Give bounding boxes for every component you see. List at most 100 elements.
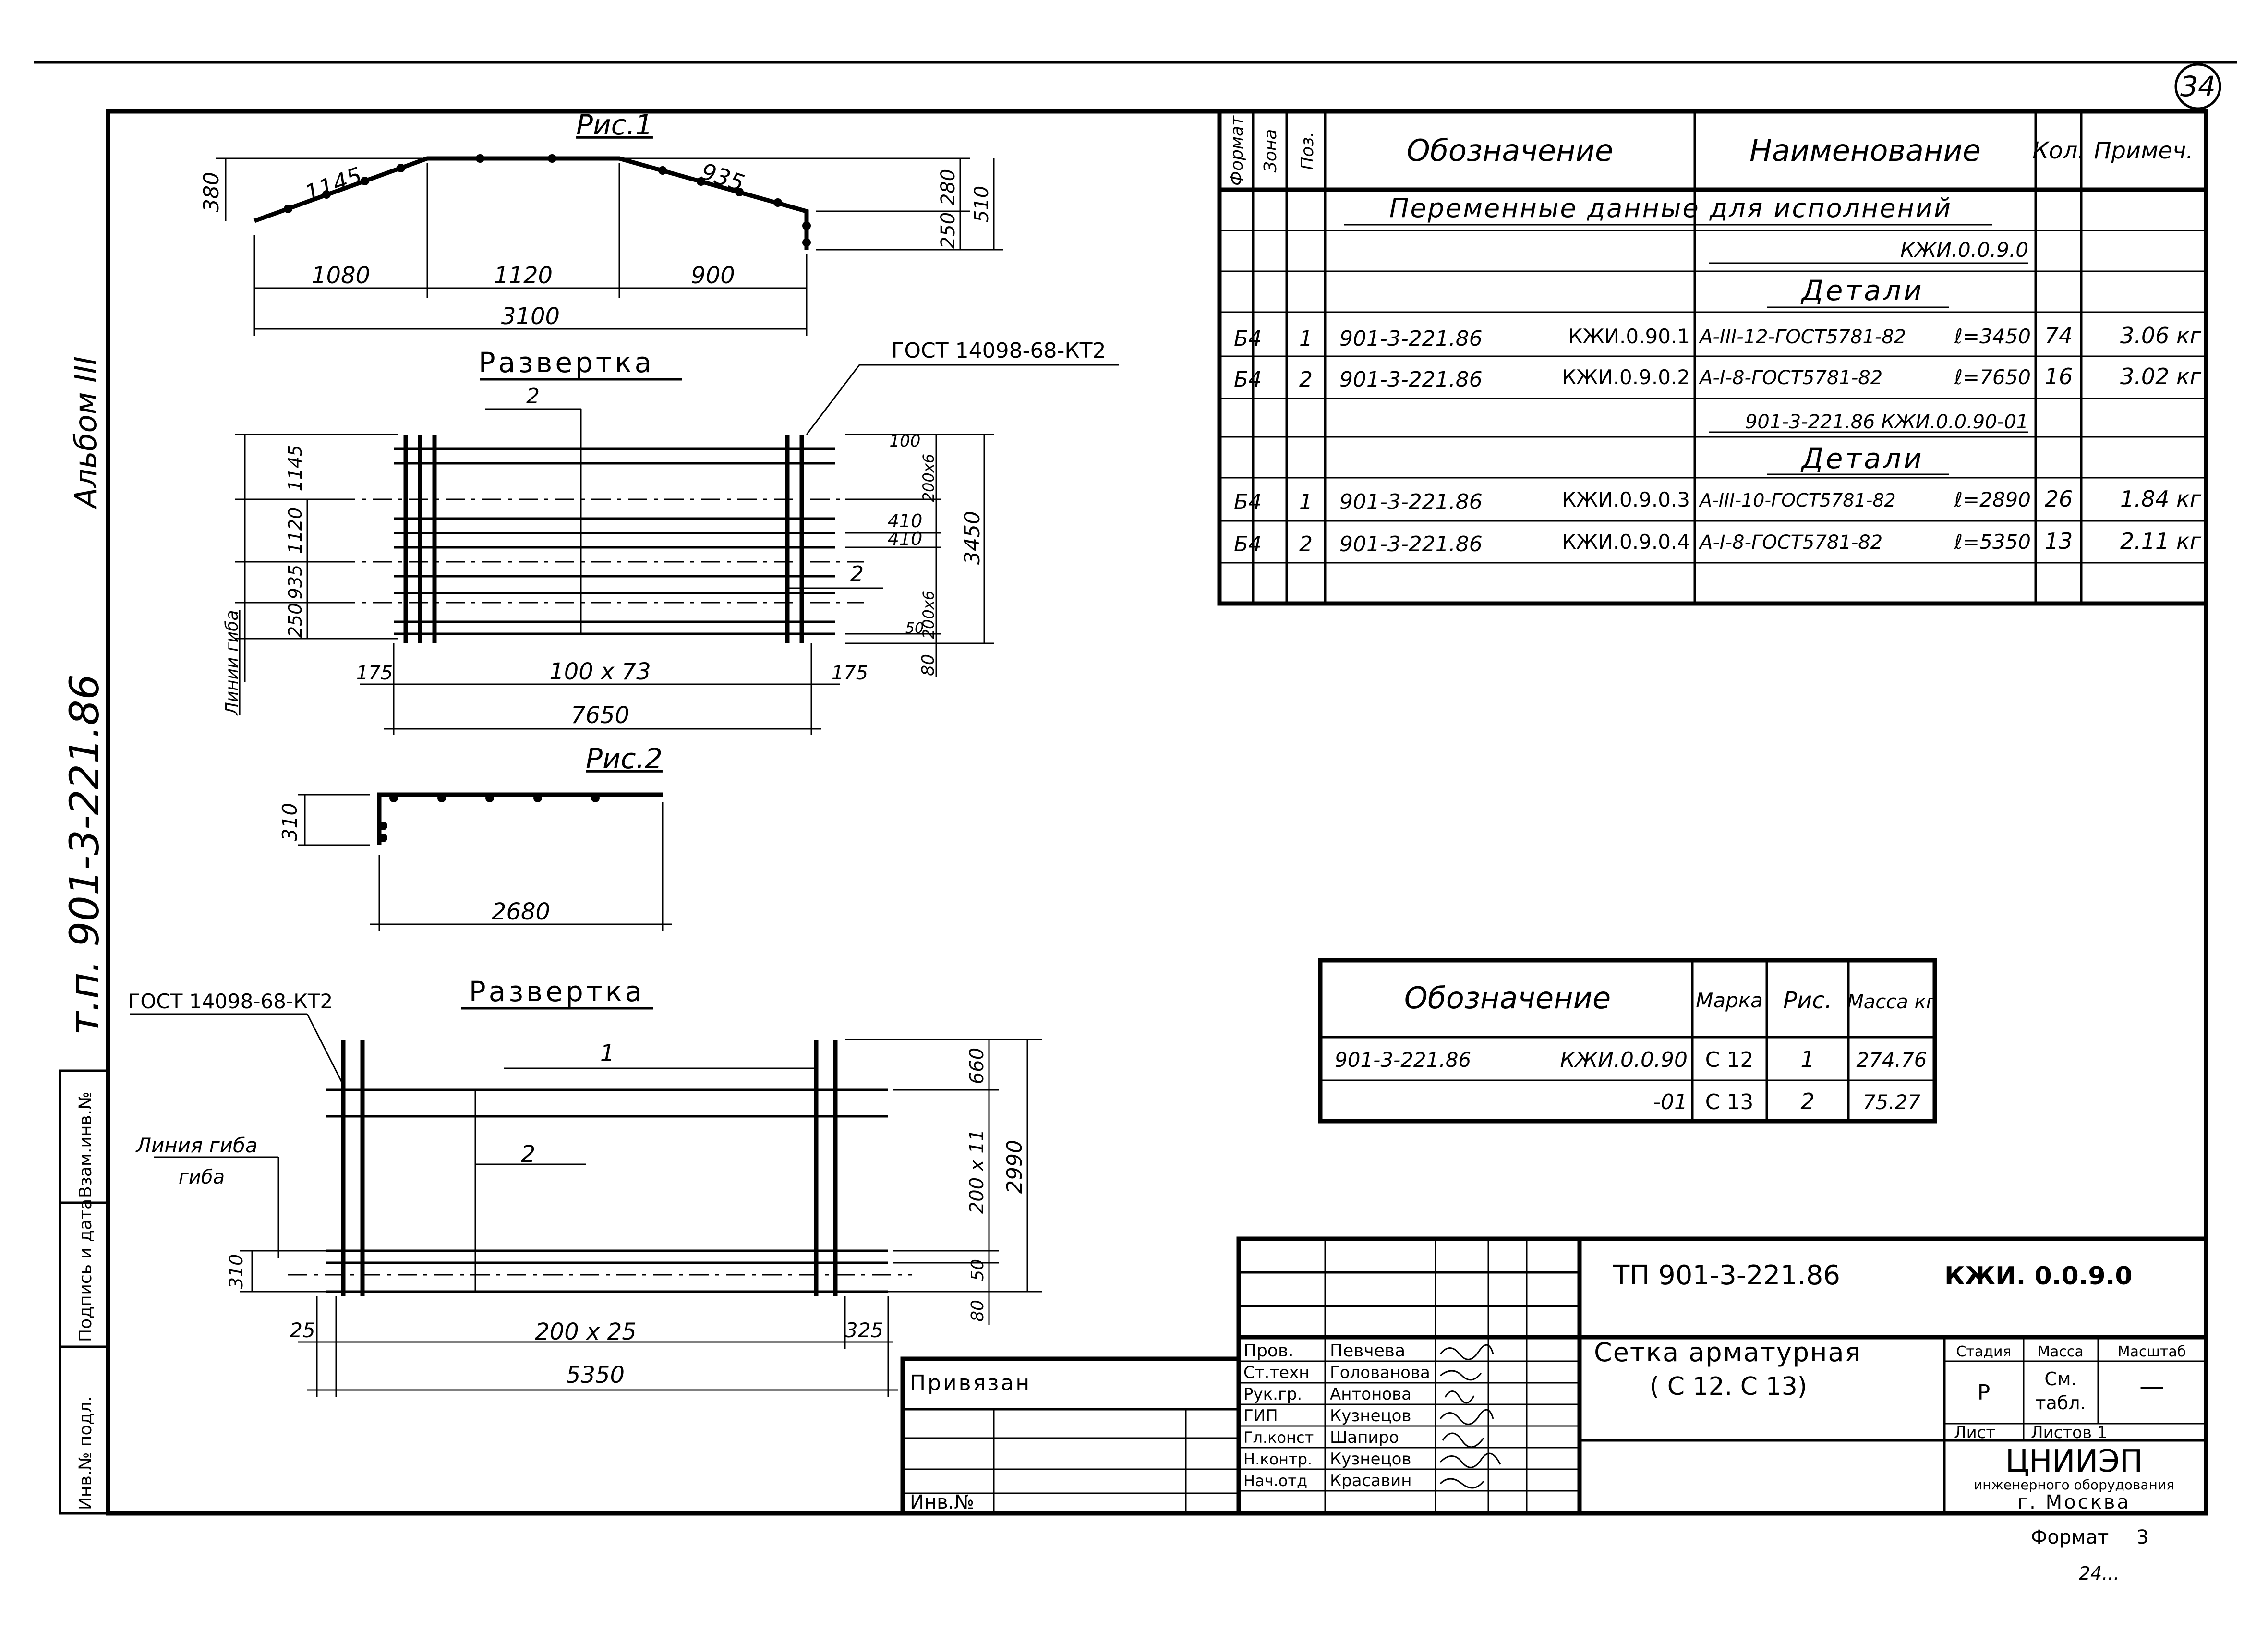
svg-text:ℓ=3450: ℓ=3450 (1954, 325, 2031, 348)
svg-text:16: 16 (2045, 363, 2073, 389)
svg-text:1120: 1120 (494, 262, 553, 289)
fig1-gost: ГОСТ 14098-68-КТ2 (892, 338, 1106, 363)
svg-text:200 х 25: 200 х 25 (535, 1318, 637, 1345)
svg-text:А-III-10-ГОСТ5781-82: А-III-10-ГОСТ5781-82 (1698, 490, 1896, 511)
svg-text:50: 50 (968, 1259, 988, 1281)
svg-text:Красавин: Красавин (1330, 1471, 1411, 1490)
stamp-inv-label: Инв.№ подл. (76, 1396, 96, 1510)
svg-text:935: 935 (285, 565, 306, 600)
svg-text:3.02 кг: 3.02 кг (2120, 363, 2202, 389)
title-block: Привязан Инв.№ Пров. Певчева Ст.техн Гол… (900, 1236, 2208, 1584)
svg-text:Антонова: Антонова (1330, 1385, 1411, 1404)
svg-text:С 13: С 13 (1705, 1090, 1754, 1114)
svg-text:Голованова: Голованова (1330, 1363, 1430, 1382)
svg-text:274.76: 274.76 (1857, 1048, 1927, 1072)
svg-text:ℓ=7650: ℓ=7650 (1954, 365, 2031, 389)
svg-text:410: 410 (888, 528, 923, 549)
spec-table: Формат Зона Поз. Обозначение Наименовани… (1217, 109, 2208, 606)
svg-text:200x6: 200x6 (919, 454, 938, 502)
svg-text:3450: 3450 (960, 511, 985, 565)
doc-code: ТП 901-3-221.86 (1613, 1260, 1840, 1291)
svg-text:3.06 кг: 3.06 кг (2120, 323, 2202, 349)
svg-text:КЖИ.0.9.0.3: КЖИ.0.9.0.3 (1562, 488, 1690, 511)
svg-text:Б4: Б4 (1234, 532, 1262, 556)
svg-text:2: 2 (521, 1141, 536, 1168)
svg-text:Певчева: Певчева (1330, 1341, 1405, 1361)
svg-text:901-3-221.86: 901-3-221.86 (1339, 326, 1483, 351)
svg-text:ГИП: ГИП (1243, 1406, 1278, 1426)
doc-title-line2: ( С 12. С 13) (1650, 1372, 1807, 1401)
fig1-mesh (336, 435, 864, 643)
svg-text:—: — (2139, 1372, 2164, 1401)
svg-text:Лист: Лист (1954, 1423, 1995, 1442)
svg-text:Марка: Марка (1696, 989, 1763, 1012)
svg-text:ℓ=2890: ℓ=2890 (1954, 488, 2031, 511)
svg-text:901-3-221.86: 901-3-221.86 (1339, 532, 1483, 556)
svg-text:ℓ=5350: ℓ=5350 (1954, 530, 2031, 554)
svg-text:КЖИ.0.9.0.2: КЖИ.0.9.0.2 (1562, 365, 1690, 389)
fig2-fold-line: Линия гиба (135, 1134, 257, 1157)
svg-text:2: 2 (526, 384, 540, 409)
svg-text:2: 2 (850, 562, 864, 586)
svg-text:280: 280 (937, 169, 959, 206)
svg-text:Рук.гр.: Рук.гр. (1243, 1385, 1302, 1404)
svg-text:3100: 3100 (501, 303, 560, 330)
svg-text:50: 50 (905, 620, 924, 637)
fig1-title: Рис.1 (576, 109, 653, 141)
svg-text:380: 380 (199, 172, 224, 212)
svg-text:Обозначение: Обозначение (1407, 133, 1613, 168)
svg-text:Шапиро: Шапиро (1330, 1428, 1399, 1447)
svg-text:Наименование: Наименование (1749, 133, 1981, 168)
svg-text:Кузнецов: Кузнецов (1330, 1450, 1411, 1469)
svg-text:См.: См. (2044, 1368, 2076, 1390)
project-label: т.п. 901-3-221.86 (61, 674, 108, 1035)
svg-text:935: 935 (698, 158, 748, 197)
svg-text:7650: 7650 (571, 702, 629, 729)
svg-text:13: 13 (2045, 528, 2073, 554)
svg-text:26: 26 (2045, 486, 2073, 512)
doc-mark: КЖИ. 0.0.9.0 (1944, 1262, 2133, 1291)
inv-label: Инв.№ (910, 1491, 974, 1513)
svg-text:901-3-221.86: 901-3-221.86 (1335, 1048, 1471, 1072)
svg-text:2680: 2680 (492, 898, 550, 925)
svg-text:Кол.: Кол. (2032, 137, 2085, 164)
spec-details-2: Детали (1800, 442, 1924, 475)
svg-text:1: 1 (1299, 326, 1313, 351)
svg-text:Поз.: Поз. (1298, 132, 1317, 170)
album-label: Альбом III (68, 356, 103, 510)
fig2-fold-line-2: гиба (179, 1166, 225, 1188)
svg-text:Б4: Б4 (1234, 490, 1262, 514)
svg-text:100 х 73: 100 х 73 (549, 658, 651, 685)
svg-text:75.27: 75.27 (1863, 1090, 1921, 1114)
svg-text:Листов 1: Листов 1 (2031, 1423, 2107, 1442)
fig2-mesh (288, 1040, 912, 1296)
svg-text:175: 175 (356, 662, 393, 684)
svg-text:901-3-221.86: 901-3-221.86 (1339, 367, 1483, 392)
svg-text:410: 410 (888, 510, 923, 532)
spec-details-1: Детали (1800, 274, 1924, 307)
svg-text:250: 250 (285, 603, 306, 638)
stamp-replace-label: Взам.инв.№ (76, 1091, 96, 1198)
svg-text:310: 310 (226, 1254, 247, 1289)
svg-text:С 12: С 12 (1705, 1048, 1754, 1072)
svg-text:Стадия: Стадия (1956, 1343, 2011, 1360)
spec-variant-2: 901-3-221.86 КЖИ.0.0.90-01 (1745, 411, 2028, 433)
svg-text:510: 510 (971, 186, 993, 222)
svg-text:250: 250 (937, 212, 959, 249)
svg-text:Б4: Б4 (1234, 326, 1262, 351)
sheet-number-circle (2174, 63, 2221, 110)
signatures (1439, 1344, 1501, 1489)
svg-text:1: 1 (1800, 1046, 1814, 1072)
svg-text:2990: 2990 (1002, 1140, 1027, 1194)
svg-text:2: 2 (1800, 1088, 1814, 1114)
svg-text:1: 1 (1299, 490, 1313, 514)
svg-text:инженерного оборудования: инженерного оборудования (1974, 1477, 2174, 1493)
svg-text:2: 2 (1299, 367, 1313, 392)
svg-text:Масштаб: Масштаб (2118, 1343, 2186, 1360)
svg-text:Н.контр.: Н.контр. (1243, 1450, 1312, 1468)
svg-text:Формат: Формат (1227, 115, 1247, 186)
svg-text:325: 325 (845, 1318, 883, 1342)
svg-text:Р: Р (1978, 1380, 1991, 1405)
